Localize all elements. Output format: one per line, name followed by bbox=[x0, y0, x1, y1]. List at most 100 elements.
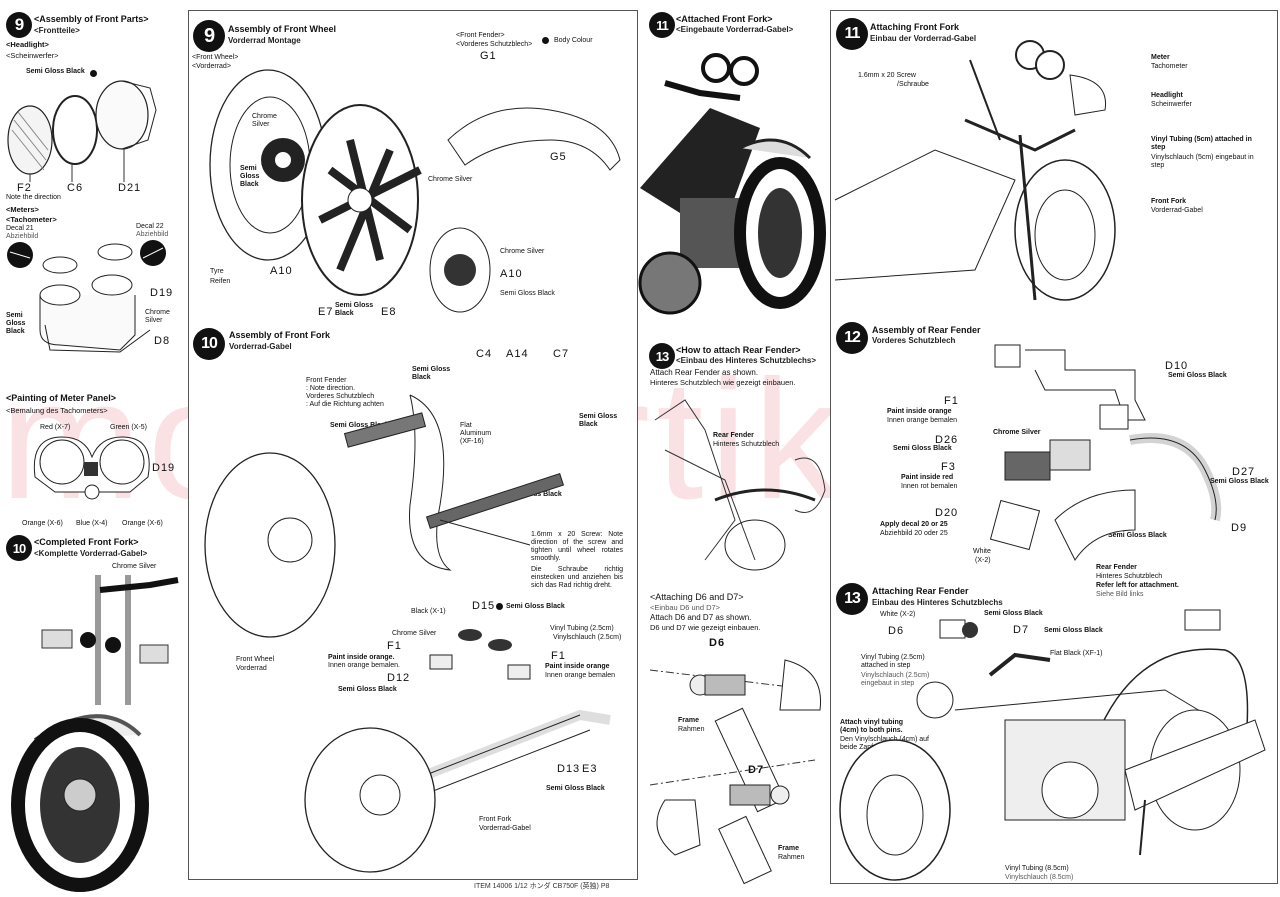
paint-chrome-silver: Chrome Silver bbox=[145, 309, 170, 325]
part-label-e8: E8 bbox=[381, 306, 397, 318]
part-label-d13: D13 bbox=[557, 763, 581, 775]
front-fork-label-de: Vorderrad-Gabel bbox=[479, 825, 531, 832]
frame-label-2: Frame bbox=[778, 845, 800, 852]
paint-semi-gloss-black: Semi Gloss Black bbox=[6, 312, 26, 336]
step-number-10: 10 bbox=[193, 328, 225, 360]
paint-orange-label-de: Innen orange bemalen bbox=[887, 417, 958, 424]
paint-orange-label: Paint inside orange bbox=[887, 408, 952, 415]
attaching-rear-fender-title: Attaching Rear Fender bbox=[872, 586, 969, 596]
part-label-f2: F2 bbox=[17, 182, 32, 194]
meter-label-de: Tachometer bbox=[1151, 63, 1188, 70]
part-label-d15: D15 bbox=[472, 600, 496, 612]
completed-fork-photo bbox=[11, 575, 179, 892]
color-orange-right: Orange (X-6) bbox=[122, 520, 163, 527]
part-label-d19: D19 bbox=[150, 287, 174, 299]
tyre-label-de: Reifen bbox=[210, 278, 231, 285]
part-label-f1-left: F1 bbox=[387, 640, 402, 652]
painting-title-de: <Bemalung des Tachometers> bbox=[6, 406, 108, 415]
attaching-fork-illustration bbox=[834, 40, 1116, 301]
paint-orange-left: Paint inside orange. bbox=[328, 654, 395, 661]
front-fender-note: Front Fender : Note direction. Vorderes … bbox=[306, 377, 384, 409]
chrome-silver-hub: Chrome Silver bbox=[252, 113, 277, 129]
color-orange-left: Orange (X-6) bbox=[22, 520, 63, 527]
attached-fork-title-de: <Eingebaute Vorderrad-Gabel> bbox=[676, 25, 794, 34]
semi-gloss-black-spokes: Semi Gloss Black bbox=[335, 302, 374, 318]
step-number-9: 9 bbox=[193, 20, 225, 52]
vinyl-5cm-label-de: Vinylschlauch (5cm) eingebaut in step bbox=[1151, 154, 1254, 170]
part-label-f3: F3 bbox=[941, 461, 956, 473]
step-number-9: 9 bbox=[6, 12, 32, 38]
step-title-de: <Frontteile> bbox=[34, 26, 80, 35]
refer-left-label: Refer left for attachment. bbox=[1096, 582, 1179, 589]
color-green: Green (X-5) bbox=[110, 424, 147, 431]
part-label-a10-left: A10 bbox=[270, 265, 293, 277]
rear-fender-label: Rear Fender bbox=[1096, 564, 1137, 571]
part-label-d21: D21 bbox=[118, 182, 142, 194]
part-label-a10-right: A10 bbox=[500, 268, 523, 280]
refer-left-label-de: Siehe Bild links bbox=[1096, 591, 1144, 598]
headlight-heading: <Headlight> bbox=[6, 40, 49, 49]
meters-heading-de: <Tachometer> bbox=[6, 215, 57, 224]
front-fork-label: Front Fork bbox=[479, 816, 512, 823]
rear-fender-label-de: Hinteres Schutzblech bbox=[1096, 573, 1163, 580]
part-label-e3: E3 bbox=[582, 763, 598, 775]
rear-fender-how-illustration bbox=[654, 399, 826, 571]
front-fork-title: Assembly of Front Fork bbox=[229, 330, 331, 340]
step-number-11: 11 bbox=[836, 18, 868, 50]
rear-fender-label-de: Hinteres Schutzblech bbox=[713, 441, 780, 448]
part-label-d10: D10 bbox=[1165, 360, 1189, 372]
semi-gloss-black-d6: Semi Gloss Black bbox=[984, 610, 1043, 617]
chrome-silver-label: Chrome Silver bbox=[993, 429, 1041, 436]
front-fender-sub-de: <Vorderes Schutzblech> bbox=[456, 41, 533, 48]
rear-fender-assembly-title-de: Vorderes Schutzblech bbox=[872, 336, 956, 345]
white-code-label: (X-2) bbox=[975, 557, 991, 564]
tyre-label: Tyre bbox=[210, 268, 224, 275]
attaching-fork-title: Attaching Front Fork bbox=[870, 22, 959, 32]
paint-red-label: Paint inside red bbox=[901, 474, 954, 481]
front-fork-illustration bbox=[204, 394, 565, 638]
semi-gloss-black-d10: Semi Gloss Black bbox=[1168, 372, 1227, 379]
part-label-d12: D12 bbox=[387, 672, 411, 684]
part-label-d8: D8 bbox=[154, 335, 171, 347]
semi-gloss-black-d15: Semi Gloss Black bbox=[506, 603, 565, 610]
completed-fork-title-de: <Komplette Vorderrad-Gabel> bbox=[34, 549, 148, 558]
d6d7-illustration bbox=[649, 659, 822, 885]
step-number-11: 11 bbox=[649, 12, 675, 38]
step-number-10: 10 bbox=[6, 535, 32, 561]
paint-drop-icon bbox=[496, 603, 503, 610]
front-fork-title-de: Vorderrad-Gabel bbox=[229, 342, 292, 351]
part-label-f1: F1 bbox=[944, 395, 959, 407]
rear-fender-assembly-title: Assembly of Rear Fender bbox=[872, 325, 981, 335]
meter-label: Meter bbox=[1151, 54, 1170, 61]
paint-orange-right: Paint inside orange bbox=[545, 663, 610, 670]
step-number-12: 12 bbox=[836, 322, 868, 354]
part-label-c6: C6 bbox=[67, 182, 84, 194]
part-label-g1: G1 bbox=[480, 50, 497, 62]
apply-decal-label-de: Abziehbild 20 oder 25 bbox=[880, 530, 948, 537]
d6d7-title-de: <Einbau D6 und D7> bbox=[650, 603, 721, 612]
color-red: Red (X-7) bbox=[40, 424, 71, 431]
semi-gloss-black-d13: Semi Gloss Black bbox=[546, 785, 605, 792]
frame-label-de: Rahmen bbox=[678, 726, 705, 733]
painting-title: <Painting of Meter Panel> bbox=[6, 393, 117, 403]
apply-decal-label: Apply decal 20 or 25 bbox=[880, 521, 948, 528]
attached-fork-photo bbox=[638, 53, 826, 315]
part-label-d27: D27 bbox=[1232, 466, 1256, 478]
chrome-silver-label: Chrome Silver bbox=[112, 563, 157, 570]
screw-label-de: /Schraube bbox=[897, 81, 929, 88]
part-label-d26: D26 bbox=[935, 434, 959, 446]
front-wheel-illustration bbox=[209, 69, 621, 313]
step-title: <Assembly of Front Parts> bbox=[34, 14, 149, 24]
meters-heading: <Meters> bbox=[6, 205, 39, 214]
color-blue: Blue (X-4) bbox=[76, 520, 108, 527]
semi-gloss-black-d26: Semi Gloss Black bbox=[893, 445, 952, 452]
front-fork-assembly-illustration bbox=[304, 629, 611, 873]
frame-label: Frame bbox=[678, 717, 700, 724]
semi-gloss-black-d7: Semi Gloss Black bbox=[1044, 627, 1103, 634]
paint-drop-icon bbox=[90, 70, 97, 77]
direction-note: Note the direction bbox=[6, 194, 61, 201]
flat-black-label: Flat Black (XF-1) bbox=[1050, 650, 1103, 657]
vinyl-tubing-label: Vinyl Tubing (2.5cm) bbox=[550, 625, 614, 632]
semi-gloss-black-d12: Semi Gloss Black bbox=[338, 686, 397, 693]
chrome-silver-disc: Chrome Silver bbox=[500, 248, 545, 255]
